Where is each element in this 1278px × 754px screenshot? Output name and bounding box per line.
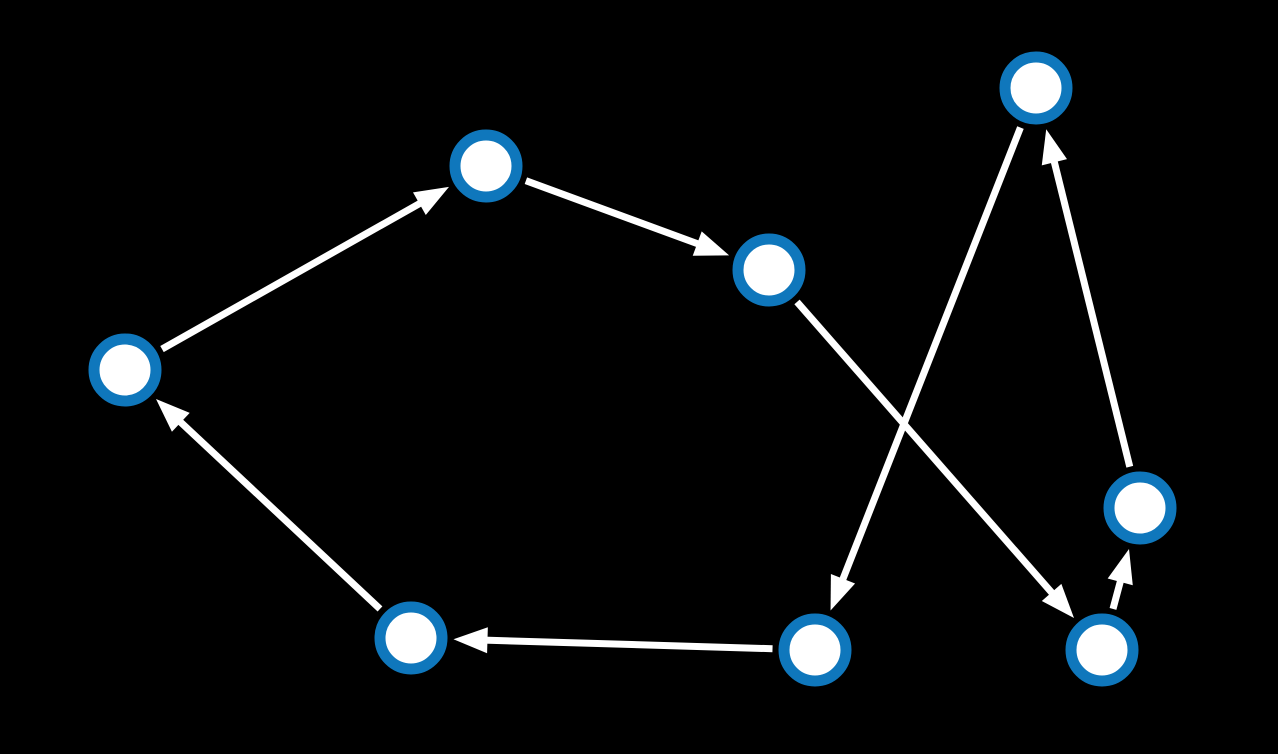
edge-right-mid-to-top-right[interactable]: [1041, 129, 1134, 468]
node-circle: [449, 129, 523, 203]
node-left[interactable]: [88, 333, 162, 407]
edge-arrowhead: [156, 399, 190, 432]
edge-shaft: [1109, 578, 1125, 610]
node-circle: [1065, 613, 1139, 687]
edge-upper-left-to-center[interactable]: [524, 177, 730, 256]
node-circle: [374, 601, 448, 675]
node-circle: [778, 613, 852, 687]
edge-arrowhead: [1041, 129, 1068, 166]
edge-shaft: [838, 126, 1024, 583]
edge-bottom-right-to-right-mid[interactable]: [1107, 549, 1133, 610]
node-circle: [88, 333, 162, 407]
edge-top-right-to-bottom-mid[interactable]: [830, 126, 1024, 611]
node-bottom-left[interactable]: [374, 601, 448, 675]
nodes-layer: [88, 51, 1177, 687]
edge-bottom-left-to-left[interactable]: [156, 399, 383, 612]
node-circle: [999, 51, 1073, 125]
edge-arrowhead: [453, 627, 488, 654]
edge-arrowhead: [830, 574, 856, 611]
edge-shaft: [160, 199, 424, 353]
node-right-mid[interactable]: [1103, 471, 1177, 545]
node-upper-left[interactable]: [449, 129, 523, 203]
node-bottom-mid[interactable]: [778, 613, 852, 687]
node-bottom-right[interactable]: [1065, 613, 1139, 687]
edge-bottom-mid-to-bottom-left[interactable]: [453, 627, 773, 654]
edge-center-to-bottom-right[interactable]: [794, 299, 1074, 619]
edge-left-to-upper-left[interactable]: [160, 186, 449, 353]
node-center[interactable]: [732, 233, 806, 307]
edge-shaft: [484, 636, 773, 653]
node-circle: [732, 233, 806, 307]
edge-arrowhead: [1107, 549, 1133, 586]
node-circle: [1103, 471, 1177, 545]
node-top-right[interactable]: [999, 51, 1073, 125]
edge-shaft: [794, 299, 1057, 598]
edges-layer: [156, 126, 1134, 654]
edge-arrowhead: [1041, 583, 1074, 619]
edge-arrowhead: [413, 186, 449, 215]
edge-shaft: [1050, 158, 1134, 468]
edge-shaft: [524, 177, 702, 248]
edge-shaft: [176, 417, 383, 612]
edge-arrowhead: [692, 231, 730, 256]
